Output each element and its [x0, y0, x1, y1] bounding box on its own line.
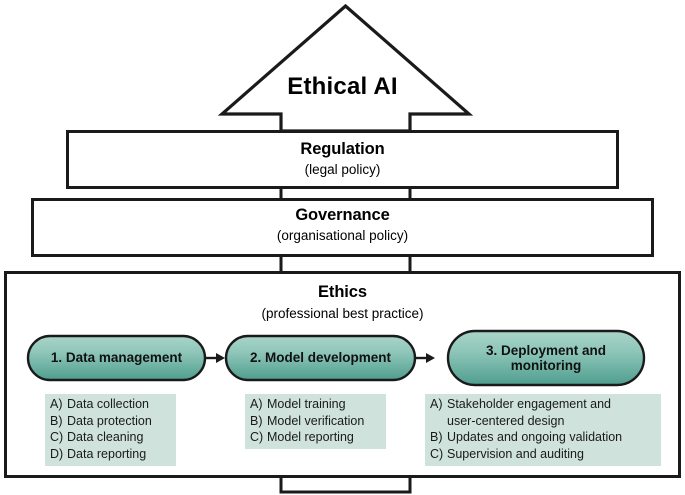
regulation-title: Regulation	[300, 140, 385, 158]
ethics-subtitle: (professional best practice)	[261, 306, 424, 321]
list-item: C) Model reporting	[250, 429, 381, 446]
ethical-ai-label: Ethical AI	[287, 73, 398, 100]
list-item: B) Model verification	[250, 413, 381, 430]
regulation-box-shape	[66, 130, 619, 189]
list-item: A) Model training	[250, 396, 381, 413]
list-item-text-line1: Stakeholder engagement and	[447, 397, 612, 411]
list-item-text: Data collection	[67, 397, 149, 411]
list-item: B) Data protection	[50, 413, 171, 430]
list-item-text: Model training	[267, 397, 346, 411]
list-item-marker: B)	[50, 413, 63, 428]
stage-2-label-line1: 2. Model development	[249, 350, 392, 366]
list-item-marker: C)	[50, 430, 64, 445]
list-item-text: Model verification	[267, 413, 365, 428]
regulation-subtitle: (legal policy)	[304, 162, 381, 177]
stage-2-item-list: A) Model training B) Model verification …	[245, 394, 386, 449]
list-item: C) Data cleaning	[50, 429, 171, 446]
list-item-text: Data cleaning	[67, 430, 144, 445]
list-item-text: Data protection	[67, 413, 152, 428]
list-item: D) Data reporting	[50, 446, 171, 463]
ethical-ai-arrow-shape	[217, 3, 474, 133]
list-item-text-line2: user-centered design	[447, 413, 565, 428]
list-item: B) Updates and ongoing validation	[430, 429, 656, 446]
list-item-marker: A)	[50, 397, 63, 411]
ethics-title: Ethics	[318, 283, 367, 301]
stage-1-label[interactable]: 1. Data management	[26, 334, 207, 382]
list-item-marker: C)	[250, 430, 264, 445]
list-item-text: Supervision and auditing	[447, 446, 584, 461]
stage-3-label[interactable]: 3. Deployment and monitoring	[447, 330, 645, 386]
stage-1-label-line1: 1. Data management	[50, 350, 183, 366]
list-item-marker: B)	[250, 413, 263, 428]
list-item-marker: A)	[250, 397, 263, 411]
stage-2-label[interactable]: 2. Model development	[222, 334, 419, 382]
list-item-marker: C)	[430, 446, 444, 461]
governance-subtitle: (organisational policy)	[276, 228, 409, 243]
arrow-stage1-to-stage2	[206, 353, 225, 363]
list-item-text: Stakeholder engagement and user-centered…	[447, 396, 656, 429]
list-item: A) Stakeholder engagement and user-cente…	[430, 396, 656, 429]
list-item-marker: A)	[430, 397, 443, 411]
stage-3-label-line1: 3. Deployment and	[485, 342, 607, 358]
list-item-marker: D)	[50, 446, 64, 461]
arrow-stage2-to-stage3	[416, 353, 435, 363]
stage-pill-2-shape[interactable]	[224, 334, 417, 382]
governance-title: Governance	[295, 206, 390, 224]
stage-pill-1-shape[interactable]	[26, 334, 207, 382]
list-item-marker: B)	[430, 430, 443, 445]
stage-3-item-list: A) Stakeholder engagement and user-cente…	[425, 394, 661, 466]
list-item: C) Supervision and auditing	[430, 446, 656, 463]
list-item-text: Model reporting	[267, 430, 354, 445]
list-item-text: Updates and ongoing validation	[447, 430, 623, 445]
list-item-text: Data reporting	[67, 446, 147, 461]
stage-1-item-list: A) Data collection B) Data protection C)…	[45, 394, 176, 466]
base-stem-shape	[279, 476, 412, 494]
list-item: A) Data collection	[50, 396, 171, 413]
stage-pill-3-shape[interactable]	[446, 329, 646, 387]
stage-3-label-line2: monitoring	[510, 358, 582, 373]
governance-box-shape	[31, 198, 654, 257]
